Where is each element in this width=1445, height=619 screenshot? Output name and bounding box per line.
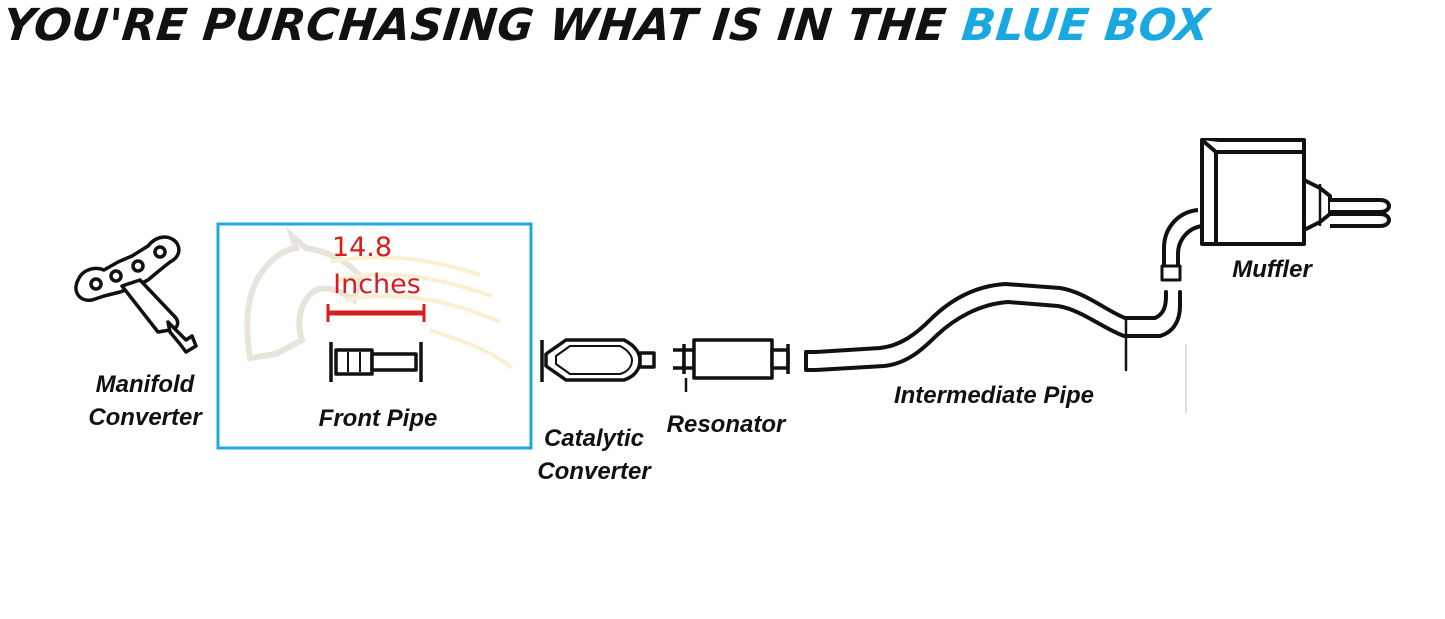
measurement-value: 14.8 [332,232,392,263]
catalytic-converter-icon [540,338,656,382]
label-manifold-line2: Converter [88,404,203,431]
horse-watermark-icon [244,226,514,370]
label-catalytic-line2: Converter [537,458,652,485]
muffler-icon [1160,138,1391,282]
label-manifold-line1: Manifold [96,371,196,398]
label-catalytic-line1: Catalytic [544,425,644,452]
label-resonator: Resonator [667,411,787,438]
label-muffler: Muffler [1232,256,1313,283]
measurement-annotation: 14.8 Inches [326,232,426,322]
label-front-pipe: Front Pipe [319,405,438,432]
label-intermediate-pipe: Intermediate Pipe [894,382,1094,409]
measurement-unit: Inches [333,269,421,300]
intermediate-pipe-icon [804,282,1187,413]
manifold-converter-icon [74,235,198,354]
blue-box-highlight [216,222,533,450]
resonator-icon [673,338,790,392]
front-pipe-icon [329,342,423,382]
